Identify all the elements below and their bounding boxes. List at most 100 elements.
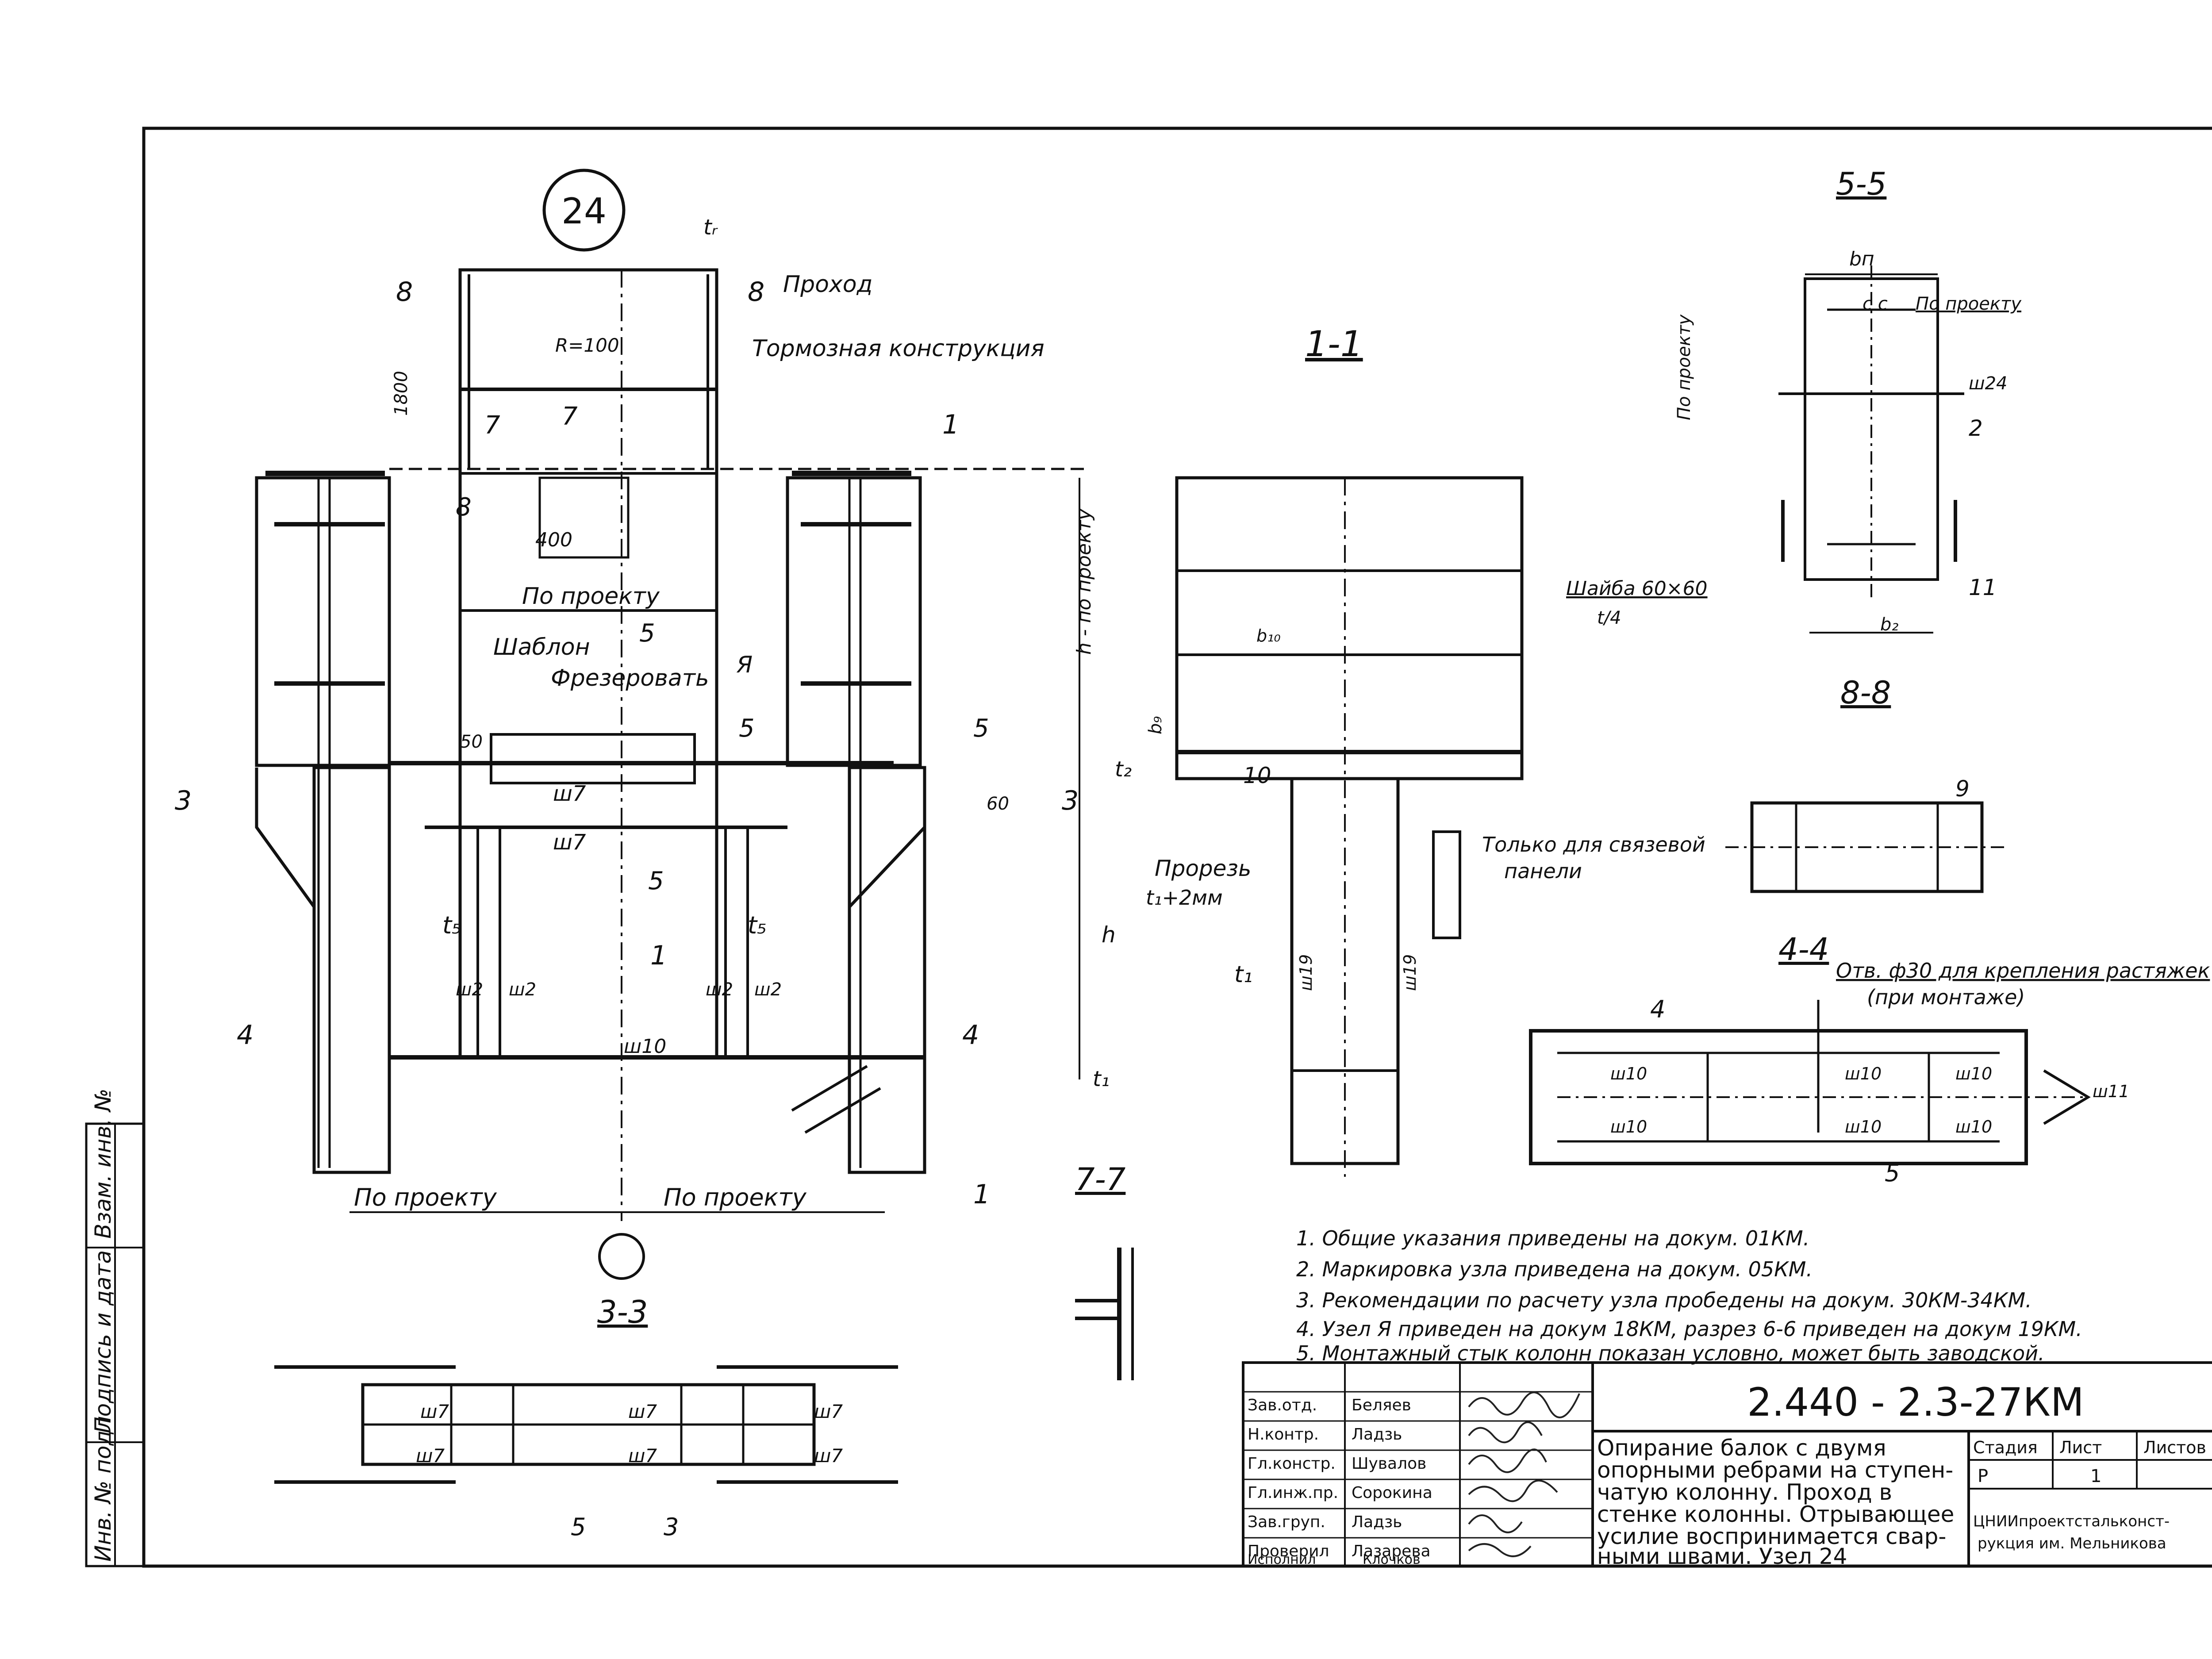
cut-5-bottom: 5 [648,867,664,895]
cut-5-mid: 5 [739,714,755,743]
section-4-4-title: 4-4 [1778,931,1829,968]
org-line-1: рукция им. Мельникова [1978,1535,2166,1552]
role-3: Гл.инж.пр. [1248,1484,1338,1502]
s55-cc: c c [1863,294,1888,314]
label-shablon: Шаблон [493,634,590,661]
label-w2-c: ш2 [706,979,733,1000]
s33-part-3: 3 [664,1513,679,1541]
name-4: Ладзь [1352,1513,1402,1531]
s11-part-10: 10 [1243,763,1271,788]
s44-w10-e: ш10 [1955,1064,1992,1083]
s55-b2: b₂ [1880,614,1898,635]
s44-w10-f: ш10 [1955,1117,1992,1137]
s33-w7-e: ш7 [814,1401,843,1422]
role-2: Гл.констр. [1248,1455,1336,1473]
label-w2-b: ш2 [509,979,536,1000]
label-dim-50: 50 [460,732,483,752]
sheets-header: Листов [2143,1438,2206,1457]
desc-line-2: чатую колонну. Проход в [1597,1479,1892,1505]
s55-shaiba-sub: t/4 [1597,608,1621,628]
label-dim-400: 400 [535,529,572,551]
sheet-header: Лист [2059,1438,2102,1457]
cut-5-right: 5 [973,714,989,743]
cut-1-mid: 1 [650,940,667,971]
section-5-5: 5-5 bп c c По проекту По проекту ш24 2 1… [1566,166,2022,635]
role-1: Н.контр. [1248,1425,1319,1444]
label-w2-d: ш2 [754,979,782,1000]
label-h-po-proektu: h - по проекту [1073,508,1095,655]
label-w7-a: ш7 [553,781,586,806]
name-3: Сорокина [1352,1484,1432,1502]
s55-part-11: 11 [1969,575,1997,600]
cut-4-right: 4 [962,1020,979,1051]
s44-part-4: 4 [1650,995,1665,1023]
s11-w19-b: ш19 [1400,954,1420,991]
desc-line-3: стенке колонны. Отрывающее [1597,1502,1954,1527]
desc-line-1: опорными ребрами на ступен- [1597,1457,1953,1483]
cut-5-top: 5 [639,619,655,648]
section-7-7: 7-7 [1075,1161,1134,1380]
cut-3-right: 3 [1062,785,1079,816]
cut-7-right: 7 [562,402,578,431]
s55-shaiba: Шайба 60×60 [1566,577,1708,600]
role-6: Исполнил [1248,1552,1316,1567]
section-3-3: 3-3 ш7 ш7 ш7 ш7 ш7 ш7 5 3 [274,1294,898,1541]
s33-w7-d: ш7 [628,1445,657,1467]
s88-part-9: 9 [1955,776,1970,802]
s55-po-proektu-side: По проекту [1674,314,1694,420]
desc-line-4: усилие воспринимается свар- [1597,1524,1946,1549]
s11-w19-a: ш19 [1296,954,1316,991]
s11-prorez: Прорезь [1155,856,1251,881]
cut-4-left: 4 [237,1020,253,1051]
note-3: 3. Рекомендации по расчету узла пробеден… [1296,1288,2032,1312]
label-w2-a: ш2 [456,979,483,1000]
s44-w10-d: ш10 [1845,1117,1882,1137]
sheet-value: 1 [2090,1466,2101,1486]
s55-bn: bп [1849,248,1874,270]
s55-part-2: 2 [1969,415,1983,441]
s33-w7-c: ш7 [628,1401,657,1422]
label-frezerovat: Фрезеровать [551,665,709,691]
s11-t1: t₁ [1234,961,1252,988]
general-notes: 1. Общие указания приведены на докум. 01… [1296,1226,2082,1365]
s44-w10-b: ш10 [1610,1117,1647,1137]
note-1: 1. Общие указания приведены на докум. 01… [1296,1226,1809,1250]
cut-7-left: 7 [484,411,500,440]
cut-8-right: 8 [748,276,764,307]
section-3-3-title: 3-3 [597,1294,648,1330]
label-h: h [1102,922,1116,948]
main-elevation [255,268,1084,1280]
note-4: 4. Узел Я приведен на докум 18КМ, разрез… [1296,1317,2082,1341]
section-1-1-title: 1-1 [1305,323,1363,365]
label-node-ya: Я [736,652,753,678]
s11-paneli: панели [1504,859,1582,883]
label-prokhod: Проход [783,271,872,298]
s44-w10-c: ш10 [1845,1064,1882,1083]
cut-8-left: 8 [396,276,413,307]
label-po-proektu-left: По проекту [354,1183,497,1211]
node-number: 24 [561,191,607,232]
label-t2: t₂ [1115,757,1132,782]
role-0: Зав.отд. [1248,1396,1317,1414]
label-dim-60: 60 [987,794,1009,814]
s11-b10: b₁₀ [1256,626,1281,645]
note-2: 2. Маркировка узла приведена на докум. 0… [1296,1257,1813,1281]
part-8: 8 [456,493,472,522]
role-4: Зав.груп. [1248,1513,1325,1531]
section-8-8: 8-8 9 [1725,675,2008,893]
label-r100: R=100 [555,334,619,356]
stamp-podpis: Подпись и дата [90,1250,116,1433]
s11-b9: b₉ [1145,716,1166,734]
s44-pri-montazhe: (при монтаже) [1867,985,2025,1009]
label-ts-right: t₅ [748,911,767,939]
s11-tolko: Только для связевой [1482,833,1705,856]
s11-prorez-val: t₁+2мм [1146,886,1223,910]
section-7-7-title: 7-7 [1075,1161,1125,1198]
name-1: Ладзь [1352,1425,1402,1444]
label-t1-main: t₁ [1093,1067,1110,1091]
label-ts-left: t₅ [442,911,461,939]
name-5: Лазарева [1352,1542,1431,1560]
section-5-5-title: 5-5 [1836,166,1886,202]
name-2: Шувалов [1352,1455,1426,1473]
